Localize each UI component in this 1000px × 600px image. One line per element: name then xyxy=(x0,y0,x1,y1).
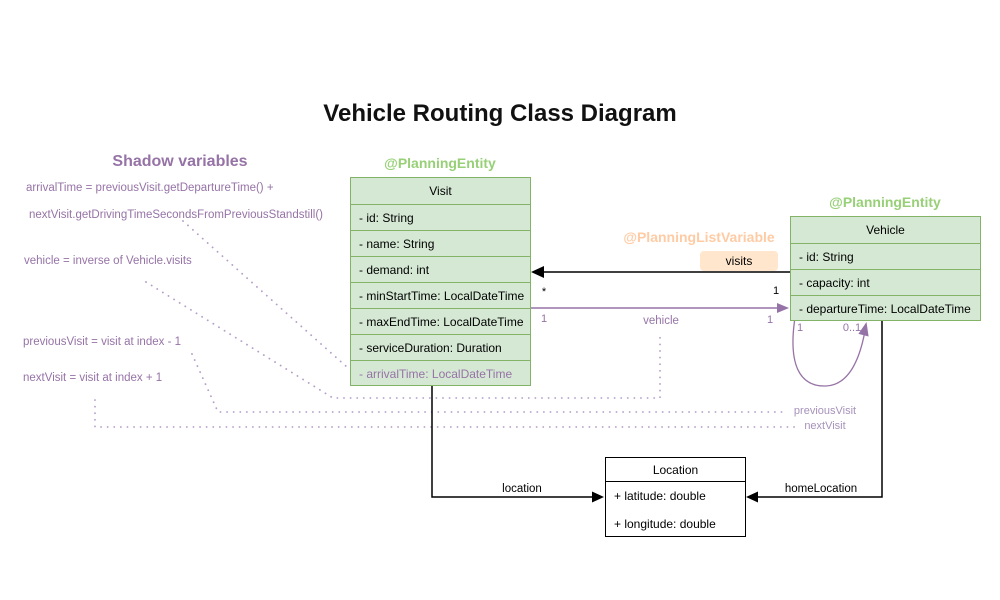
dotted-connector-arrivaltime xyxy=(182,220,349,369)
visits-label-badge: visits xyxy=(700,251,778,271)
dotted-connector-nextvisit xyxy=(94,399,796,428)
location-class-name: Location xyxy=(606,458,745,482)
vehicle-attr-departuretime: - departureTime: LocalDateTime xyxy=(791,295,980,321)
visit-annotation: @PlanningEntity xyxy=(384,155,496,171)
vehicle-ref-mult-left: 1 xyxy=(540,313,548,325)
location-attr-longitude: + longitude: double xyxy=(614,517,716,531)
diagram-title: Vehicle Routing Class Diagram xyxy=(323,100,677,127)
visit-attr-demand: - demand: int xyxy=(351,256,530,282)
visit-class-box: Visit - id: String - name: String - dema… xyxy=(350,177,531,386)
location-attr-latitude: + latitude: double xyxy=(614,489,706,503)
vehicle-attr-capacity: - capacity: int xyxy=(791,269,980,295)
shadow-variables-heading: Shadow variables xyxy=(112,153,248,170)
dotted-connector-previousvisit xyxy=(191,353,787,413)
vehicle-class-box: Vehicle - id: String - capacity: int - d… xyxy=(790,216,981,321)
shadow-line-vehicle: vehicle = inverse of Vehicle.visits xyxy=(24,255,192,267)
vehicle-arrowhead xyxy=(777,303,789,313)
vehicle-attr-id: - id: String xyxy=(791,243,980,269)
location-arrowhead xyxy=(592,491,604,503)
home-location-association-line xyxy=(757,320,883,498)
vehicle-class-name: Vehicle xyxy=(866,223,905,237)
visits-mult-one: 1 xyxy=(772,285,780,297)
dotted-connector-vehicle xyxy=(145,281,661,399)
location-class-box: Location + latitude: double + longitude:… xyxy=(605,457,746,537)
home-location-arrowhead xyxy=(746,491,758,503)
chain-loop-mult-one: 1 xyxy=(796,322,804,334)
next-visit-label: nextVisit xyxy=(804,420,846,432)
location-association-line xyxy=(431,385,593,498)
visits-mult-star: * xyxy=(541,286,547,298)
location-edge-label: location xyxy=(502,483,542,495)
previous-visit-label: previousVisit xyxy=(793,405,857,417)
visits-arrowhead xyxy=(531,266,544,278)
visit-attr-name: - name: String xyxy=(351,230,530,256)
chain-loop-arrowhead xyxy=(858,322,869,337)
visit-attr-id: - id: String xyxy=(351,204,530,230)
visit-attr-maxendtime: - maxEndTime: LocalDateTime xyxy=(351,308,530,334)
shadow-line-nextvisit: nextVisit = visit at index + 1 xyxy=(23,372,163,384)
chain-loop-line xyxy=(792,320,867,387)
home-location-edge-label: homeLocation xyxy=(784,483,858,495)
vehicle-annotation: @PlanningEntity xyxy=(829,194,941,210)
planning-list-variable-annotation: @PlanningListVariable xyxy=(623,229,775,245)
visit-attr-serviceduration: - serviceDuration: Duration xyxy=(351,334,530,360)
chain-loop-mult-zero-one: 0..1 xyxy=(842,322,862,334)
shadow-line-arrivaltime-2: nextVisit.getDrivingTimeSecondsFromPrevi… xyxy=(29,209,323,221)
visit-class-name: Visit xyxy=(429,184,452,198)
shadow-line-previousvisit: previousVisit = visit at index - 1 xyxy=(23,336,181,348)
vehicle-ref-label: vehicle xyxy=(643,315,679,327)
shadow-line-arrivaltime-1: arrivalTime = previousVisit.getDeparture… xyxy=(26,182,274,194)
visit-attr-minstarttime: - minStartTime: LocalDateTime xyxy=(351,282,530,308)
visit-attr-arrivaltime: - arrivalTime: LocalDateTime xyxy=(351,360,530,386)
vehicle-ref-mult-right: 1 xyxy=(766,314,774,326)
